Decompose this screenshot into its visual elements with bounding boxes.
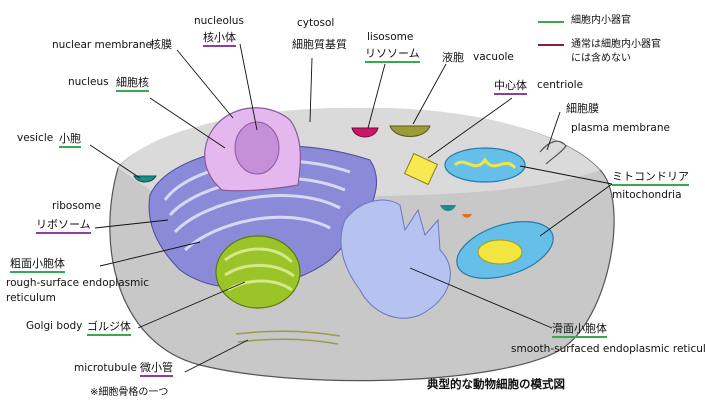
legend-organelle-label: 細胞内小器官 bbox=[571, 15, 631, 26]
nucleolus-label-jp: 核小体 bbox=[203, 31, 236, 47]
rough-er-label-en-1: rough-surface endoplasmic bbox=[6, 277, 150, 289]
golgi-label-en: Golgi body bbox=[26, 320, 83, 332]
nucleus-label-jp: 細胞核 bbox=[116, 76, 149, 92]
vesicle-label-en: vesicle bbox=[17, 132, 54, 144]
rough-er-label-en-2: reticulum bbox=[6, 292, 56, 304]
leader-lines bbox=[89, 43, 613, 373]
legend-non-organelle-line bbox=[538, 44, 564, 46]
cytosol-label-en: cytosol bbox=[297, 17, 335, 29]
vacuole-label-en: vacuole bbox=[473, 51, 514, 63]
smooth-er-label-en: smooth-surfaced endoplasmic reticulum bbox=[511, 343, 705, 355]
nuclear-membrane-label-jp: 核膜 bbox=[150, 38, 172, 51]
lisosome-label-jp: リソソーム bbox=[365, 47, 420, 63]
rough-er-label-jp: 粗面小胞体 bbox=[10, 257, 65, 273]
smooth-er-label-jp: 滑面小胞体 bbox=[552, 322, 607, 338]
nucleolus-label-en: nucleolus bbox=[194, 15, 244, 27]
cytosol-label-jp: 細胞質基質 bbox=[292, 38, 347, 51]
nucleus-shape bbox=[204, 107, 302, 192]
cytosol-body-orange bbox=[462, 214, 472, 218]
mitochondria-label-en: mitochondria bbox=[612, 189, 682, 201]
golgi-label-jp: ゴルジ体 bbox=[87, 320, 131, 336]
smooth-er bbox=[340, 199, 451, 319]
lisosome-label-en: lisosome bbox=[367, 31, 414, 43]
nucleolus-shape bbox=[234, 121, 280, 175]
legend-non-organelle-label-2: には含めない bbox=[571, 53, 631, 64]
vacuole-label-jp: 液胞 bbox=[442, 51, 464, 64]
centriole-label-en: centriole bbox=[537, 79, 584, 91]
diagram-title: 典型的な動物細胞の模式図 bbox=[427, 377, 565, 391]
mitochondria-label-jp: ミトコンドリア bbox=[612, 170, 689, 186]
ribosome-label-en: ribosome bbox=[52, 200, 101, 212]
microtubule-label-en: microtubule bbox=[74, 362, 137, 374]
legend-organelle-line bbox=[538, 21, 564, 23]
mitochondrion-bottom bbox=[456, 221, 554, 279]
plasma-membrane-label-en: plasma membrane bbox=[571, 122, 670, 134]
centriole-label-jp: 中心体 bbox=[494, 79, 527, 95]
lysosome-shape bbox=[351, 127, 379, 138]
microtubule-lines bbox=[235, 330, 341, 337]
ribosome-label-jp: リボソーム bbox=[36, 218, 91, 234]
vesicle-label-jp: 小胞 bbox=[59, 132, 81, 148]
mitochondrion-top bbox=[444, 147, 526, 183]
cytoskeleton-note: ※細胞骨格の一つ bbox=[90, 387, 169, 398]
legend-non-organelle-label-1: 通常は細胞内小器官 bbox=[571, 39, 661, 50]
nuclear-membrane-label-en: nuclear membrane bbox=[52, 39, 152, 51]
cytosol-body-green bbox=[440, 205, 456, 211]
vacuole-shape bbox=[389, 125, 431, 137]
nucleus-label-en: nucleus bbox=[68, 76, 109, 88]
microtubule-label-jp: 微小管 bbox=[140, 361, 173, 377]
plasma-membrane-label-jp: 細胞膜 bbox=[566, 102, 599, 115]
centriole-shape bbox=[403, 152, 439, 186]
golgi-shape bbox=[215, 235, 301, 309]
